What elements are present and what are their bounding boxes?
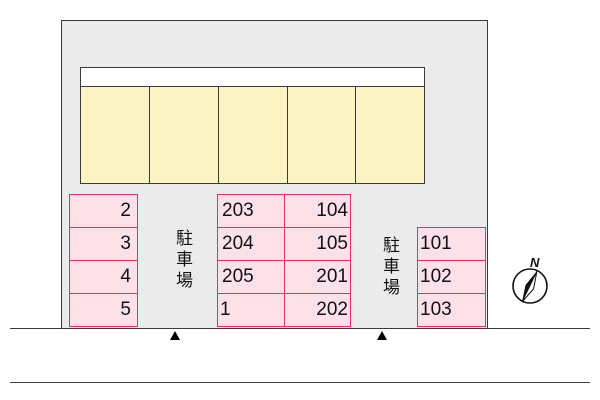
parking-space: 202 <box>284 293 351 327</box>
parking-space: 103 <box>417 293 486 327</box>
parking-space: 204 <box>217 227 285 261</box>
parking-space: 205 <box>217 260 285 294</box>
building-corridor <box>80 67 425 87</box>
north-compass-icon <box>512 268 548 304</box>
parking-space: 101 <box>417 227 486 261</box>
parking-space: 104 <box>284 194 351 228</box>
parking-space: 102 <box>417 260 486 294</box>
parking-space: 105 <box>284 227 351 261</box>
parking-space: 1 <box>217 293 285 327</box>
parking-space: 2 <box>69 194 138 228</box>
entrance-arrow-icon <box>170 331 180 340</box>
road-edge-line <box>10 328 590 329</box>
compass-north-label: N <box>530 255 540 270</box>
parking-space: 3 <box>69 227 138 261</box>
building-unit <box>218 86 288 184</box>
parking-space: 201 <box>284 260 351 294</box>
building-unit <box>149 86 219 184</box>
building-unit <box>355 86 425 184</box>
entrance-arrow-icon <box>377 331 387 340</box>
parking-space: 5 <box>69 293 138 327</box>
parking-space: 4 <box>69 260 138 294</box>
parking-label: 駐車場 <box>379 236 399 299</box>
building-unit <box>287 86 356 184</box>
parking-label: 駐車場 <box>172 229 192 292</box>
road-edge-line <box>10 382 590 383</box>
building-unit <box>80 86 150 184</box>
parking-space: 203 <box>217 194 285 228</box>
